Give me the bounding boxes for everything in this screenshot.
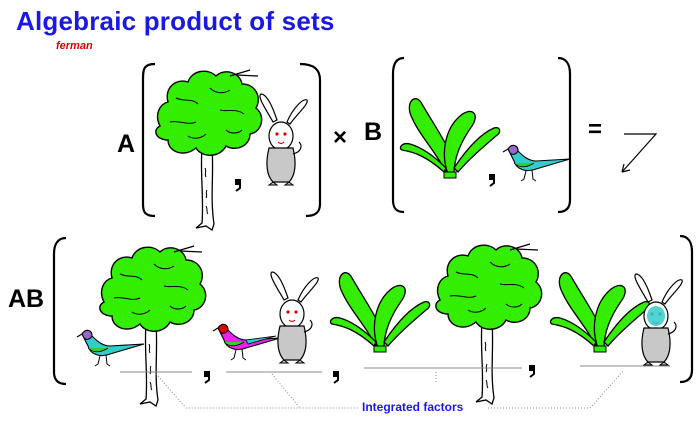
plant-icon bbox=[329, 272, 431, 353]
comma-separator bbox=[528, 364, 536, 378]
down-left-arrow-icon bbox=[621, 133, 658, 173]
plant-icon bbox=[399, 98, 501, 179]
set-a-left-bracket bbox=[141, 62, 156, 218]
equals-symbol: = bbox=[588, 116, 603, 143]
product-set-label: AB bbox=[8, 285, 45, 313]
integrated-factors-caption: Integrated factors bbox=[362, 400, 464, 414]
tree-icon bbox=[155, 69, 263, 231]
bird-icon bbox=[76, 329, 145, 367]
product-right-bracket bbox=[679, 234, 694, 384]
set-b-label: B bbox=[364, 118, 383, 146]
comma-separator bbox=[234, 178, 242, 192]
rabbit-icon bbox=[259, 93, 308, 186]
comma-separator bbox=[203, 370, 211, 384]
product-left-bracket bbox=[52, 236, 67, 386]
bird-icon bbox=[212, 323, 281, 361]
times-symbol: × bbox=[333, 124, 348, 151]
pair-underlines bbox=[120, 365, 670, 373]
set-b-right-bracket bbox=[557, 56, 572, 214]
page-title: Algebraic product of sets bbox=[16, 6, 335, 36]
rabbit-icon bbox=[270, 271, 319, 364]
set-b-left-bracket bbox=[391, 56, 405, 214]
comma-separator bbox=[332, 370, 340, 384]
author-credit: ferman bbox=[56, 40, 93, 52]
set-a-right-bracket bbox=[299, 62, 322, 218]
comma-separator bbox=[488, 173, 496, 187]
caption-connectors bbox=[155, 369, 625, 409]
tree-icon bbox=[435, 243, 543, 405]
tree-icon bbox=[99, 245, 207, 407]
plant-icon bbox=[549, 272, 651, 353]
bird-icon bbox=[502, 144, 571, 182]
set-a-label: A bbox=[117, 130, 136, 158]
rabbit-icon bbox=[634, 273, 683, 366]
